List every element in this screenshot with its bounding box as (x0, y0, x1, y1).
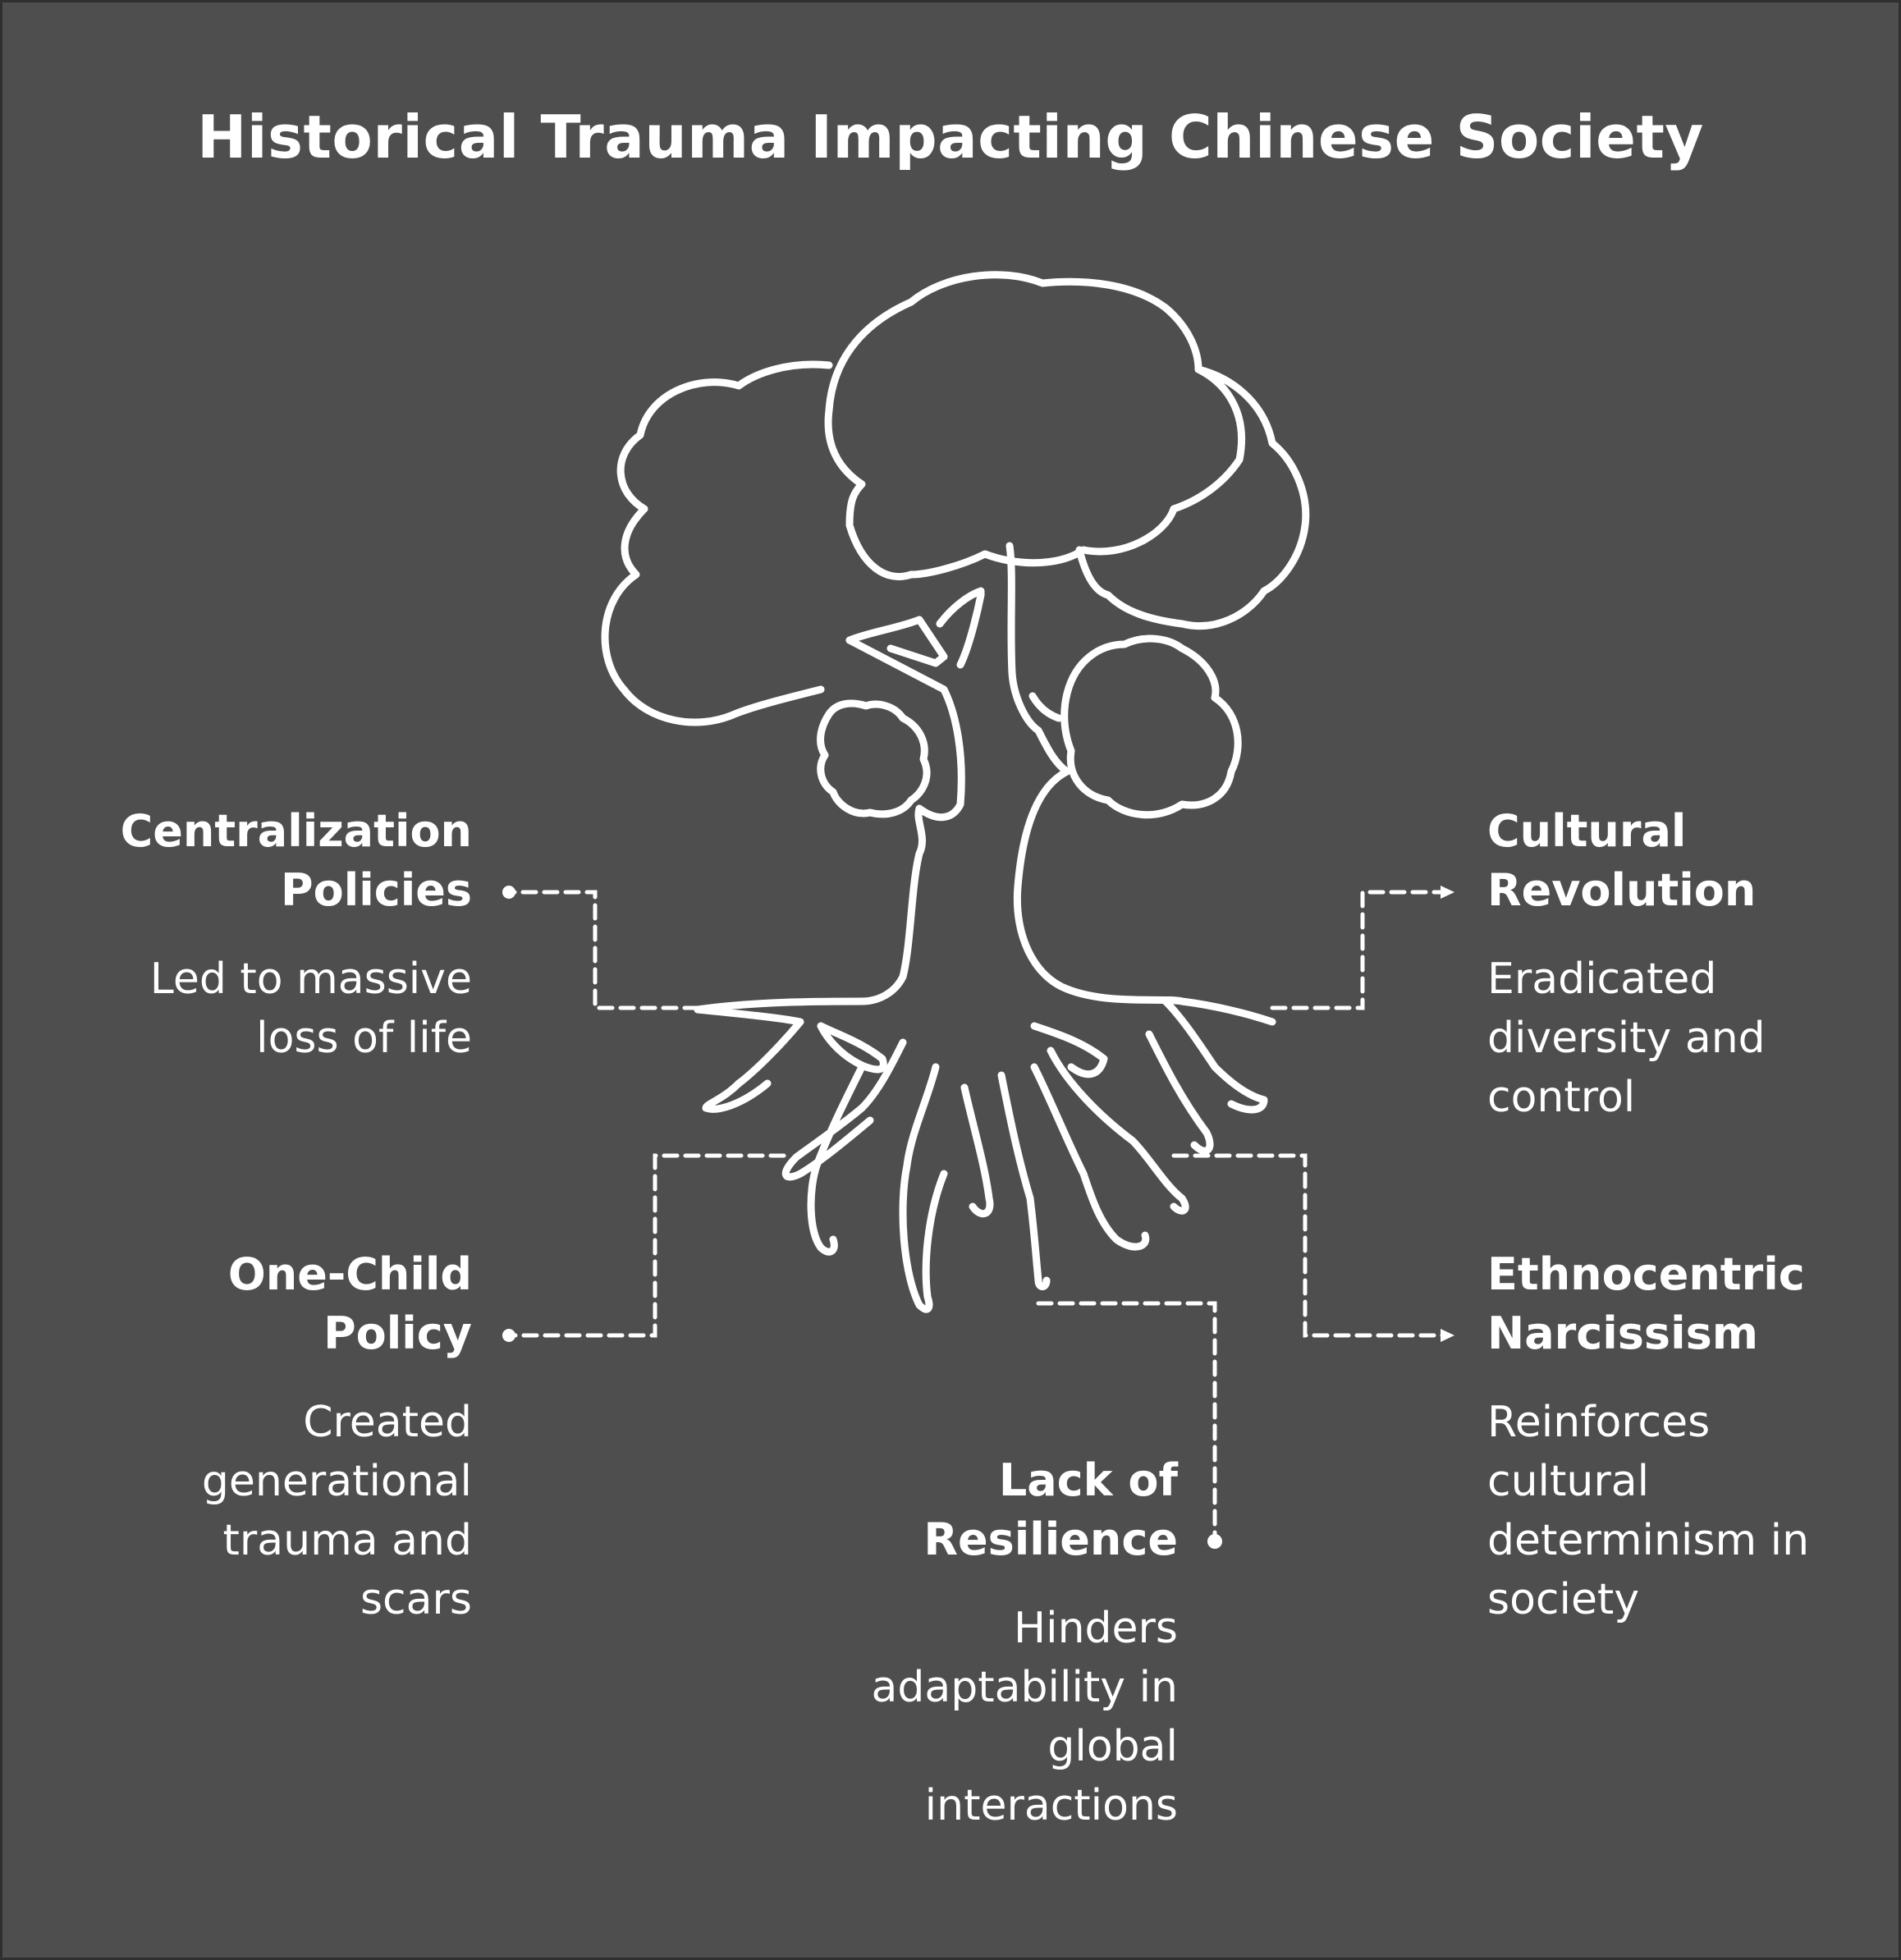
tree-root-6 (960, 1083, 994, 1218)
tree-root-8 (1030, 1063, 1150, 1251)
tree-root-10 (1030, 1022, 1108, 1078)
label-description: Created generational trauma and scars (201, 1398, 472, 1624)
tree-crown-main (824, 271, 1246, 580)
connector-centralization (511, 890, 700, 1010)
label-centralization: Centralization Policies Led to massive l… (98, 802, 472, 1068)
tree-trunk-right (1005, 542, 1276, 1026)
label-title: One-Child Policy (227, 1248, 472, 1359)
tree-trunk-left (694, 636, 965, 1014)
connector-ethnocentric (1171, 1153, 1449, 1338)
connector-one-child (511, 1153, 786, 1338)
tree-root-1 (694, 1005, 804, 1113)
label-one-child: One-Child Policy Created generational tr… (98, 1245, 472, 1629)
tree-root-7 (997, 1071, 1051, 1290)
tree-root-2 (817, 1022, 887, 1074)
tree-root-11 (1161, 997, 1268, 1114)
label-title: Centralization Policies (120, 805, 472, 916)
arrow-cultural-revolution (1441, 886, 1454, 899)
diagram-title: Historical Trauma Impacting Chinese Soci… (197, 103, 1704, 172)
dot-one-child (502, 1329, 515, 1342)
tree-root-12 (1145, 1030, 1214, 1155)
tree-branch-left (845, 616, 948, 667)
tree-branch-fork (936, 587, 985, 669)
label-description: Eradicated diversity and control (1487, 955, 1766, 1122)
tree-crown-left (601, 360, 833, 726)
tree-root-5 (899, 1063, 948, 1313)
label-title: Cultural Revolution (1487, 805, 1757, 916)
label-resilience: Lack of Resilience Hinders adaptability … (767, 1451, 1178, 1835)
tree-root-4 (807, 1063, 866, 1256)
label-title: Ethnocentric Narcissism (1487, 1248, 1805, 1359)
connector-resilience (1036, 1301, 1217, 1541)
label-description: Led to massive loss of life (149, 955, 472, 1063)
label-ethnocentric: Ethnocentric Narcissism Reinforces cultu… (1487, 1245, 1881, 1629)
connector-lines (511, 890, 1449, 1541)
tree-icon (601, 271, 1310, 1313)
tree-root-3 (782, 1038, 907, 1181)
tree-trunk-inner (1028, 692, 1063, 722)
label-title: Lack of Resilience (923, 1454, 1178, 1565)
label-cultural-revolution: Cultural Revolution Eradicated diversity… (1487, 802, 1832, 1127)
label-description: Reinforces cultural determinism in socie… (1487, 1398, 1810, 1624)
connector-cultural-revolution (1270, 890, 1449, 1010)
dot-resilience (1207, 1534, 1222, 1549)
tree-crown-small-left (817, 699, 931, 818)
tree-root-9 (1047, 1046, 1189, 1215)
connector-ends (502, 886, 1454, 1549)
label-description: Hinders adaptability in global interacti… (871, 1604, 1178, 1830)
dot-centralization (502, 886, 515, 899)
tree-crown-small-right (1060, 634, 1242, 819)
arrow-ethnocentric (1441, 1329, 1454, 1342)
tree-crown-right (1075, 365, 1310, 630)
